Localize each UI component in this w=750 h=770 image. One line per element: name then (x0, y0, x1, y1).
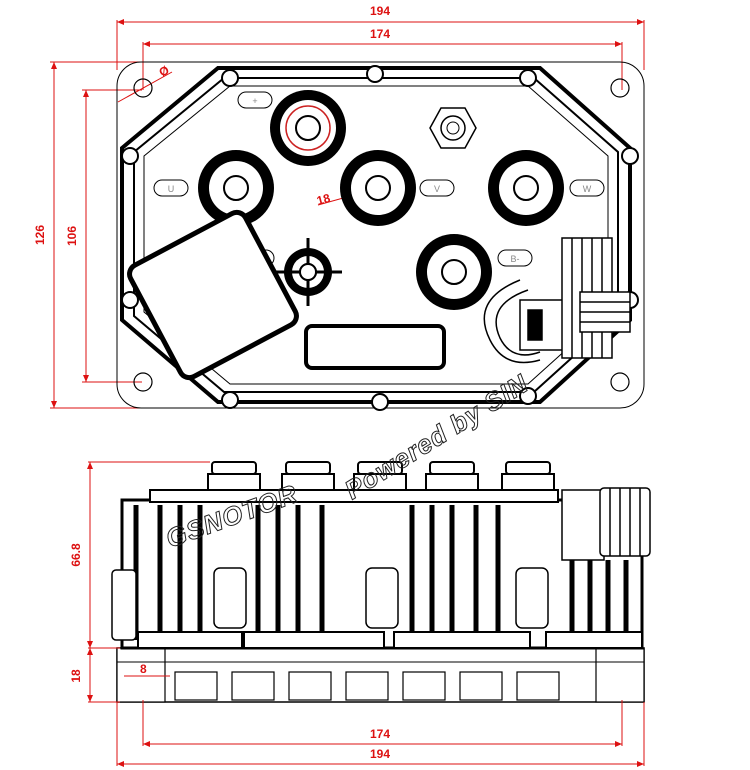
mounting-hole-icon (133, 78, 153, 98)
control-module (127, 209, 299, 381)
mounting-hole-icon (610, 372, 630, 392)
side-height-dimension: 66.8 (69, 543, 83, 567)
terminal-label-v: V (434, 184, 440, 194)
terminal-v-icon (340, 150, 416, 226)
top-width-dimension: 194 (370, 4, 390, 18)
side-base-dimension: 18 (69, 669, 83, 683)
side-hole-spacing-dimension: 174 (370, 727, 390, 741)
side-connector-icon (561, 487, 651, 561)
top-view-dimensions: 194 174 126 106 Ø 18 (33, 4, 645, 409)
side-view (111, 461, 651, 703)
terminal-b-plus-icon (274, 238, 342, 306)
terminal-u-icon (198, 150, 274, 226)
label-plate (304, 324, 446, 370)
mounting-hole-icon (610, 78, 630, 98)
terminal-label-w: W (583, 184, 592, 194)
top-hole-height-dimension: 106 (65, 226, 79, 246)
terminal-label-u: U (168, 184, 175, 194)
side-offset-dimension: 8 (140, 662, 147, 676)
side-view-dimensions: 66.8 18 8 174 194 (69, 461, 645, 767)
top-height-dimension: 126 (33, 225, 47, 245)
terminal-b-minus-icon (416, 234, 492, 310)
side-width-dimension: 194 (370, 747, 390, 761)
signal-connector-icon (483, 237, 631, 364)
hole-diameter-note: Ø (157, 63, 172, 80)
terminal-size-note: 18 (315, 191, 332, 208)
terminal-w-icon (488, 150, 564, 226)
top-hole-spacing-dimension: 174 (370, 27, 390, 41)
top-view: + U V W B+ B- (116, 61, 645, 411)
mounting-hole-icon (133, 372, 153, 392)
terminal-label-plus: + (252, 96, 257, 106)
terminal-plus-icon (270, 90, 346, 166)
terminal-label-b-minus: B- (511, 254, 520, 264)
side-terminals (207, 461, 555, 491)
vent-plug-icon (429, 107, 477, 149)
